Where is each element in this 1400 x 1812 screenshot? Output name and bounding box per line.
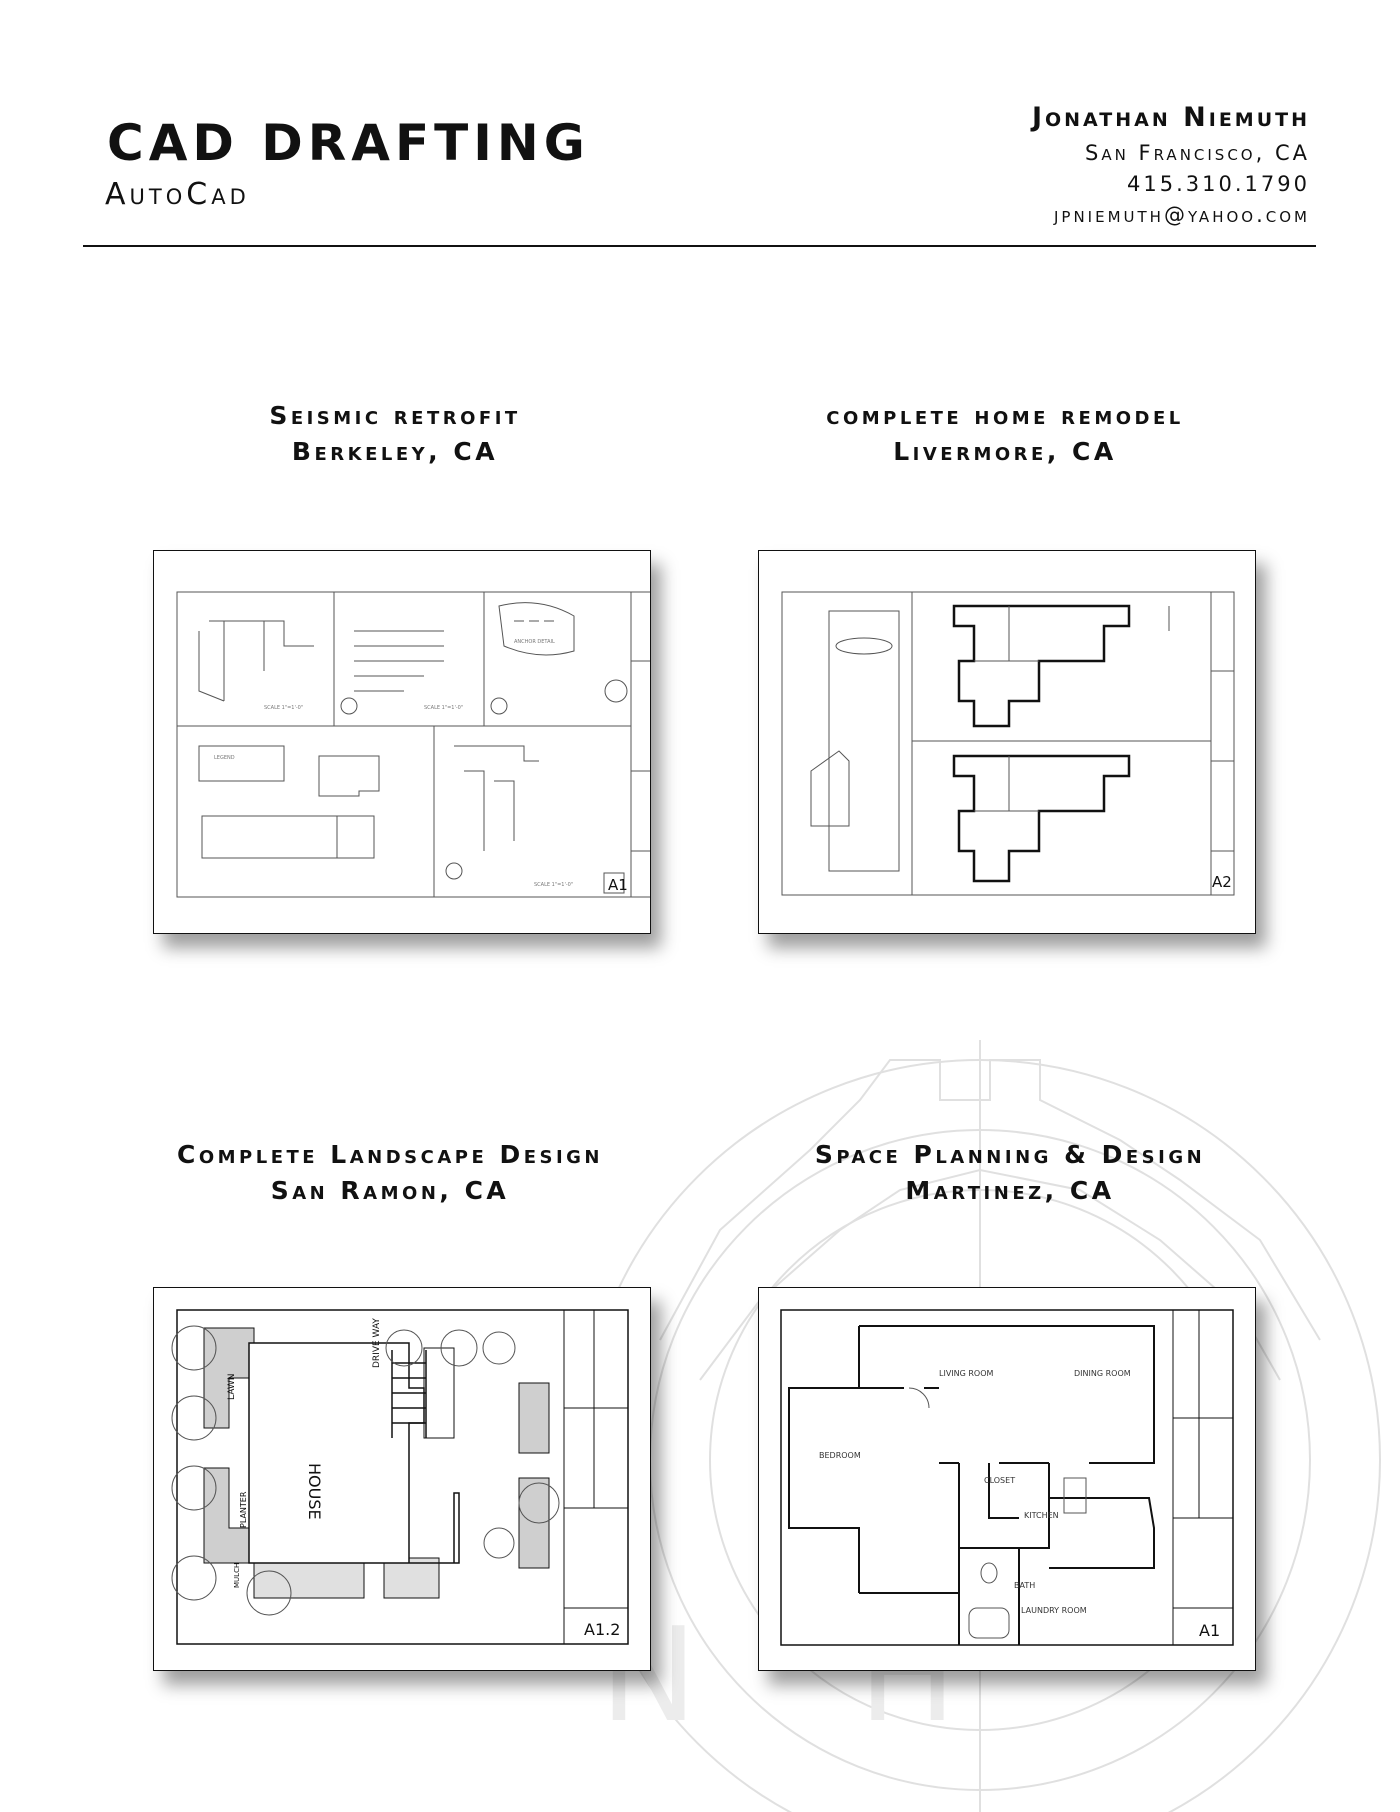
project-caption-remodel: complete home remodel Livermore, CA (760, 398, 1250, 470)
sheet-number: A1 (1199, 1621, 1221, 1640)
project-location: Livermore, CA (893, 437, 1117, 466)
bath-label: BATH (1014, 1581, 1035, 1590)
drawing-sheet-landscape[interactable]: HOUSE DRIVE WAY LAWN PLANTER MULCH A1.2 (153, 1287, 651, 1671)
contact-location: San Francisco, CA (1085, 141, 1310, 165)
living-room-label: LIVING ROOM (939, 1369, 994, 1378)
driveway-label: DRIVE WAY (372, 1318, 382, 1368)
contact-email: jpniemuth@yahoo.com (1053, 203, 1310, 227)
page-title: CAD DRAFTING (107, 114, 590, 172)
project-caption-landscape: Complete Landscape Design San Ramon, CA (130, 1137, 650, 1209)
project-title: complete home remodel (826, 401, 1184, 430)
kitchen-label: KITCHEN (1024, 1511, 1059, 1520)
project-title: Space Planning & Design (814, 1140, 1206, 1169)
project-title: Complete Landscape Design (176, 1140, 603, 1169)
laundry-room-label: LAUNDRY ROOM (1021, 1606, 1087, 1615)
drawing-sheet-remodel[interactable]: A2 (758, 550, 1256, 934)
contact-name: Jonathan Niemuth (1031, 102, 1310, 133)
project-caption-space-planning: Space Planning & Design Martinez, CA (760, 1137, 1260, 1209)
svg-text:SCALE 1"=1'-0": SCALE 1"=1'-0" (424, 705, 463, 711)
planter-label: PLANTER (239, 1491, 248, 1528)
svg-text:LEGEND: LEGEND (214, 755, 235, 761)
sheet-number: A2 (1212, 873, 1232, 891)
mulch-label: MULCH (233, 1563, 241, 1588)
page-subtitle: AutoCad (105, 177, 250, 212)
sheet-number: A1 (608, 876, 628, 894)
svg-text:SCALE 1"=1'-0": SCALE 1"=1'-0" (264, 705, 303, 711)
dining-room-label: DINING ROOM (1074, 1369, 1131, 1378)
bedroom-label: BEDROOM (819, 1451, 861, 1460)
lawn-label: LAWN (227, 1373, 237, 1400)
contact-block: Jonathan Niemuth San Francisco, CA 415.3… (1032, 104, 1310, 236)
closet-label: CLOSET (984, 1476, 1015, 1485)
project-caption-seismic: Seismic retrofit Berkeley, CA (160, 398, 630, 470)
header-divider (83, 245, 1316, 247)
contact-phone: 415.310.1790 (1127, 172, 1310, 196)
project-location: Martinez, CA (905, 1176, 1115, 1205)
project-location: Berkeley, CA (291, 437, 499, 466)
drawing-sheet-space-planning[interactable]: LIVING ROOM DINING ROOM BEDROOM CLOSET K… (758, 1287, 1256, 1671)
svg-text:ANCHOR DETAIL: ANCHOR DETAIL (514, 639, 555, 645)
sheet-number: A1.2 (584, 1620, 621, 1639)
svg-text:SCALE 1"=1'-0": SCALE 1"=1'-0" (534, 882, 573, 888)
project-location: San Ramon, CA (270, 1176, 510, 1205)
drawing-sheet-seismic[interactable]: SCALE 1"=1'-0" SCALE 1"=1'-0" ANCHOR DET… (153, 550, 651, 934)
project-title: Seismic retrofit (269, 401, 521, 430)
house-label: HOUSE (305, 1463, 324, 1520)
